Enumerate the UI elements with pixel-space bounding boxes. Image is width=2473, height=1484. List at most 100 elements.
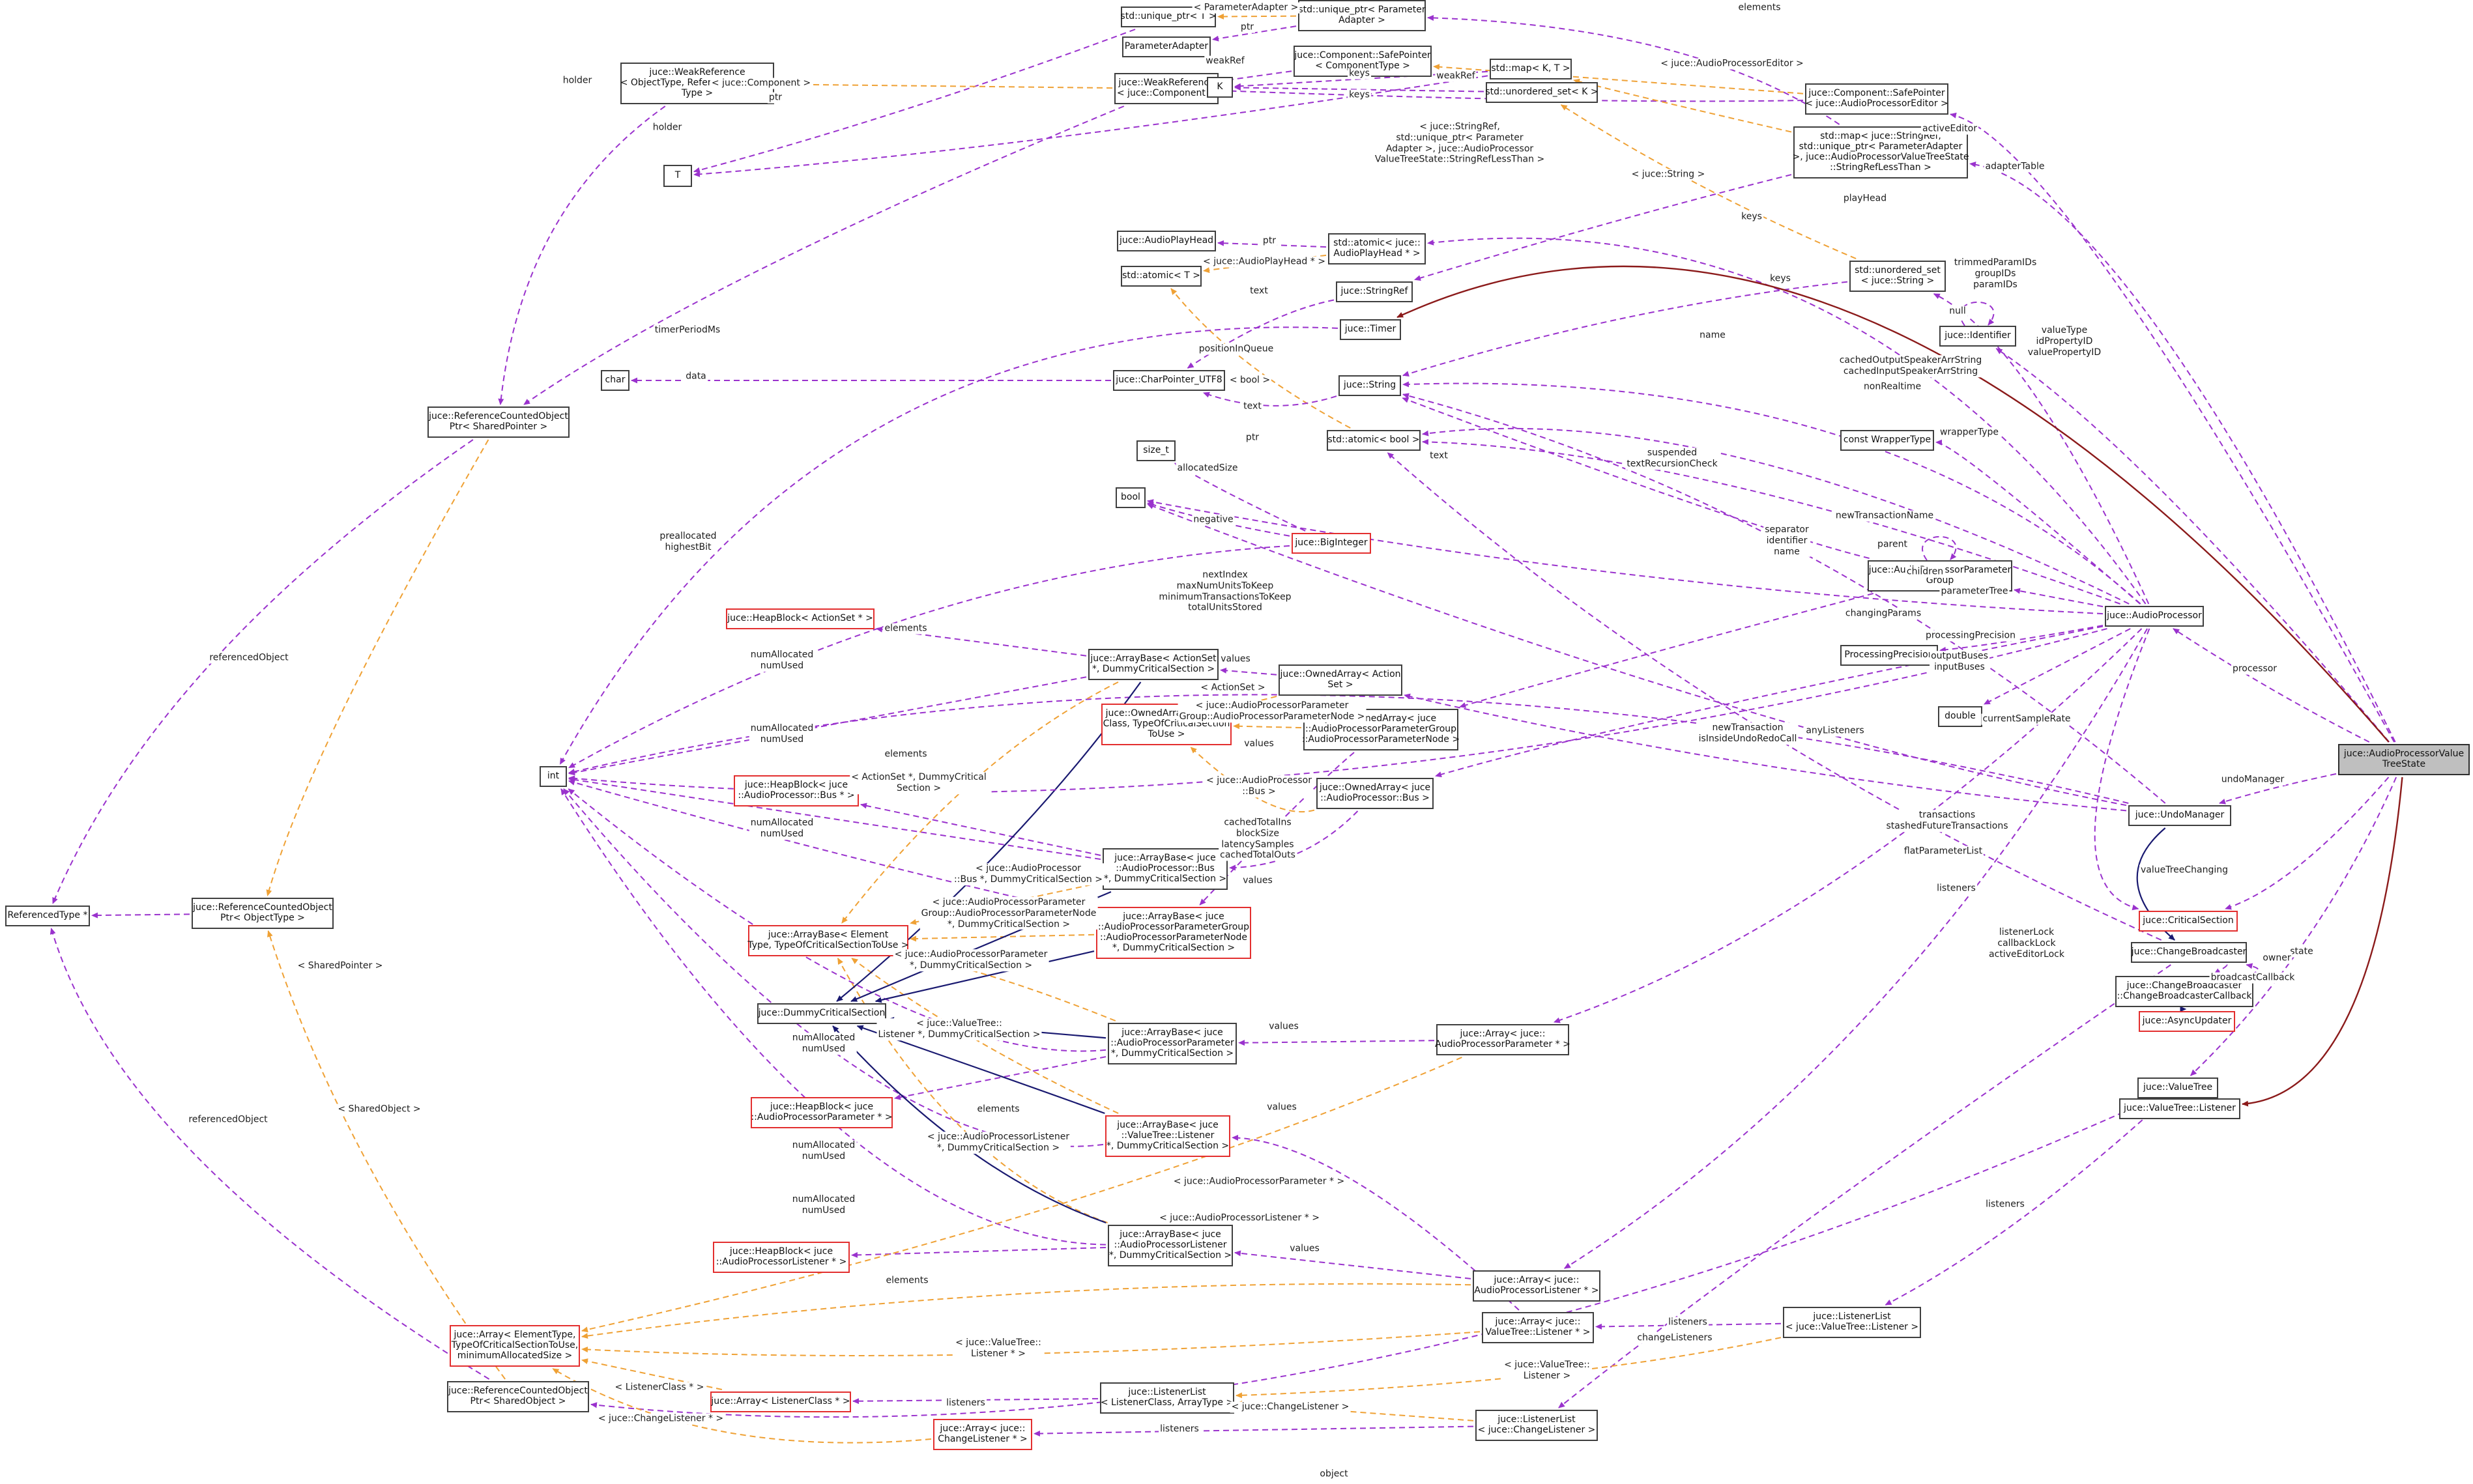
class-node-arr_apl[interactable]: juce::Array< juce:: AudioProcessorListen… (1473, 1270, 1600, 1302)
class-node-identifier[interactable]: juce::Identifier (1939, 326, 2016, 347)
class-node-char[interactable]: char (601, 370, 629, 391)
edge-uset_k-k (1234, 85, 1484, 93)
class-node-charptr[interactable]: juce::CharPointer_UTF8 (1113, 370, 1225, 391)
class-node-oa_node[interactable]: juce::OwnedArray< juce ::AudioProcessorP… (1302, 709, 1460, 750)
class-node-param_adapter[interactable]: ParameterAdapter (1122, 36, 1211, 57)
class-node-critsec[interactable]: juce::CriticalSection (2139, 911, 2238, 932)
class-node-uset_str[interactable]: std::unordered_set < juce::String > (1849, 261, 1946, 292)
class-node-timer[interactable]: juce::Timer (1340, 319, 1401, 340)
edge-arr_app-ab_app (1238, 1040, 1435, 1046)
class-node-uset_k[interactable]: std::unordered_set< K > (1485, 82, 1598, 103)
class-node-uptr_pa[interactable]: std::unique_ptr< Parameter Adapter > (1298, 0, 1426, 31)
edge-timer-int (559, 326, 1338, 765)
class-node-ab_bus[interactable]: juce::ArrayBase< juce ::AudioProcessor::… (1103, 848, 1228, 890)
class-node-ab_apl[interactable]: juce::ArrayBase< juce ::AudioProcessorLi… (1108, 1225, 1233, 1266)
edge-arr_app-arr_elem (581, 1057, 1462, 1333)
class-node-audioprocessor[interactable]: juce::AudioProcessor (2105, 606, 2204, 627)
edge-changebroadcaster-atomic_bool (1387, 452, 2162, 941)
class-node-appg[interactable]: juce::AudioProcessorParameter Group (1868, 560, 2012, 592)
class-node-reftype[interactable]: ReferencedType * (5, 906, 90, 926)
edge-main-safeptr_ape (1950, 112, 2395, 743)
edge-oa_node-oa_objectclass (1233, 723, 1302, 730)
class-node-arr_cl[interactable]: juce::Array< juce:: ChangeListener * > (933, 1419, 1032, 1450)
class-node-rcop_sp[interactable]: juce::ReferenceCountedObject Ptr< Shared… (427, 407, 570, 438)
class-node-arr_app[interactable]: juce::Array< juce:: AudioProcessorParame… (1435, 1024, 1570, 1055)
edge-weakref_comp-weakref_obj (775, 81, 1113, 89)
class-node-ab_actionset[interactable]: juce::ArrayBase< ActionSet *, DummyCriti… (1088, 649, 1219, 680)
class-node-asyncupdater[interactable]: juce::AsyncUpdater (2139, 1011, 2235, 1032)
edge-audioprocessor-string (1402, 381, 2141, 605)
edge-appg-appg (1922, 535, 1957, 561)
edge-uptr_t-t (693, 29, 1136, 173)
class-node-heap_app[interactable]: juce::HeapBlock< juce ::AudioProcessorPa… (751, 1097, 893, 1128)
class-node-heap_apl[interactable]: juce::HeapBlock< juce ::AudioProcessorLi… (713, 1242, 850, 1273)
class-node-atomic_bool[interactable]: std::atomic< bool > (1327, 430, 1421, 451)
class-node-heap_bus[interactable]: juce::HeapBlock< juce ::AudioProcessor::… (734, 775, 859, 806)
edge-map_sr-map_kt (1573, 78, 1792, 133)
class-node-oa_bus[interactable]: juce::OwnedArray< juce ::AudioProcessor:… (1316, 778, 1434, 809)
edge-main-timer (1396, 265, 2390, 743)
edge-arr_cl-arr_elem (552, 1368, 932, 1444)
class-node-map_sr[interactable]: std::map< juce::StringRef, std::unique_p… (1792, 126, 1969, 178)
class-node-main[interactable]: juce::AudioProcessorValue TreeState (2338, 744, 2470, 775)
class-node-changebroadcaster[interactable]: juce::ChangeBroadcaster (2131, 942, 2247, 963)
class-node-procprec[interactable]: ProcessingPrecision (1840, 645, 1938, 666)
edge-main-audioprocessor (2173, 628, 2370, 743)
class-node-ab_vtl[interactable]: juce::ArrayBase< juce ::ValueTree::Liste… (1105, 1115, 1230, 1157)
class-node-weakref_comp[interactable]: juce::WeakReference < juce::Component > (1114, 73, 1219, 104)
class-node-k[interactable]: K (1207, 77, 1233, 98)
class-node-playhead[interactable]: juce::AudioPlayHead (1117, 231, 1216, 251)
class-node-map_kt[interactable]: std::map< K, T > (1490, 59, 1572, 79)
class-node-arr_lc[interactable]: juce::Array< ListenerClass * > (710, 1391, 851, 1412)
class-node-double[interactable]: double (1938, 706, 1982, 727)
edge-uptr_pa-uptr_t (1217, 13, 1297, 20)
class-node-safeptr_ct[interactable]: juce::Component::SafePointer < Component… (1294, 46, 1432, 77)
class-node-size_t[interactable]: size_t (1136, 440, 1176, 461)
class-node-atomic_ph[interactable]: std::atomic< juce:: AudioPlayHead * > (1328, 233, 1426, 264)
class-node-oa_objectclass[interactable]: juce::OwnedArray< Object Class, TypeOfCr… (1101, 704, 1232, 745)
class-node-int[interactable]: int (540, 766, 567, 787)
edge-uptr_pa-param_adapter (1212, 25, 1297, 42)
class-node-rcop_so[interactable]: juce::ReferenceCountedObject Ptr< Shared… (447, 1381, 589, 1412)
class-node-biginteger[interactable]: juce::BigInteger (1292, 533, 1371, 554)
edge-rcop_sp-rcop_ot (266, 439, 489, 896)
class-node-safeptr_ape[interactable]: juce::Component::SafePointer < juce::Aud… (1805, 83, 1948, 115)
class-node-ll_cl[interactable]: juce::ListenerList < juce::ChangeListene… (1475, 1410, 1598, 1441)
class-node-t[interactable]: T (663, 165, 692, 187)
class-node-dcs[interactable]: juce::DummyCriticalSection (757, 1003, 886, 1024)
class-node-arr_vtl[interactable]: juce::Array< juce:: ValueTree::Listener … (1482, 1312, 1594, 1343)
class-node-vtl[interactable]: juce::ValueTree::Listener (2119, 1098, 2240, 1119)
class-node-valuetree[interactable]: juce::ValueTree (2137, 1077, 2218, 1098)
class-node-ab_node[interactable]: juce::ArrayBase< juce ::AudioProcessorPa… (1096, 907, 1251, 959)
edge-audioprocessor-oa_bus (1435, 625, 2104, 778)
class-node-rcop_ot[interactable]: juce::ReferenceCountedObject Ptr< Object… (192, 898, 334, 929)
class-node-arr_elem[interactable]: juce::Array< ElementType, TypeOfCritical… (450, 1325, 580, 1367)
class-node-cbc[interactable]: juce::ChangeBroadcaster ::ChangeBroadcas… (2115, 976, 2253, 1007)
class-node-heap_actionset[interactable]: juce::HeapBlock< ActionSet * > (726, 608, 875, 629)
class-node-undomanager[interactable]: juce::UndoManager (2128, 805, 2231, 826)
class-node-wrappertype[interactable]: const WrapperType (1840, 430, 1934, 451)
edge-rcop_so-reftype (50, 928, 490, 1380)
edge-ab_app-heap_app (894, 1056, 1106, 1100)
class-node-ll_vtl[interactable]: juce::ListenerList < juce::ValueTree::Li… (1783, 1307, 1921, 1338)
edge-ab_node-ab_elem (910, 934, 1095, 942)
class-node-ab_elem[interactable]: juce::ArrayBase< Element Type, TypeOfCri… (747, 925, 909, 956)
class-node-bool[interactable]: bool (1116, 487, 1146, 508)
class-node-oa_actionset[interactable]: juce::OwnedArray< Action Set > (1279, 664, 1402, 696)
edge-oa_bus-oa_objectclass (1190, 747, 1315, 813)
class-node-stringref[interactable]: juce::StringRef (1336, 281, 1413, 302)
edge-rcop_sp-reftype (52, 439, 474, 904)
edge-changebroadcaster-cbc (2214, 964, 2228, 975)
class-node-ab_app[interactable]: juce::ArrayBase< juce ::AudioProcessorPa… (1108, 1023, 1237, 1064)
edge-ab_app-dcs (888, 1017, 1106, 1039)
class-node-weakref_obj[interactable]: juce::WeakReference < ObjectType, Refere… (620, 63, 774, 104)
class-node-ll_lc[interactable]: juce::ListenerList < ListenerClass, Arra… (1100, 1382, 1234, 1414)
edge-ab_apl-ab_elem (837, 958, 1108, 1223)
edge-stringref-charptr (1187, 299, 1335, 369)
class-node-string[interactable]: juce::String (1338, 375, 1401, 396)
edge-main-map_sr (1969, 161, 2396, 743)
edge-ll_vtl-ll_lc (1236, 1337, 1782, 1399)
class-node-uptr_t[interactable]: std::unique_ptr< T > (1120, 7, 1217, 27)
class-node-atomic_t[interactable]: std::atomic< T > (1121, 266, 1202, 287)
